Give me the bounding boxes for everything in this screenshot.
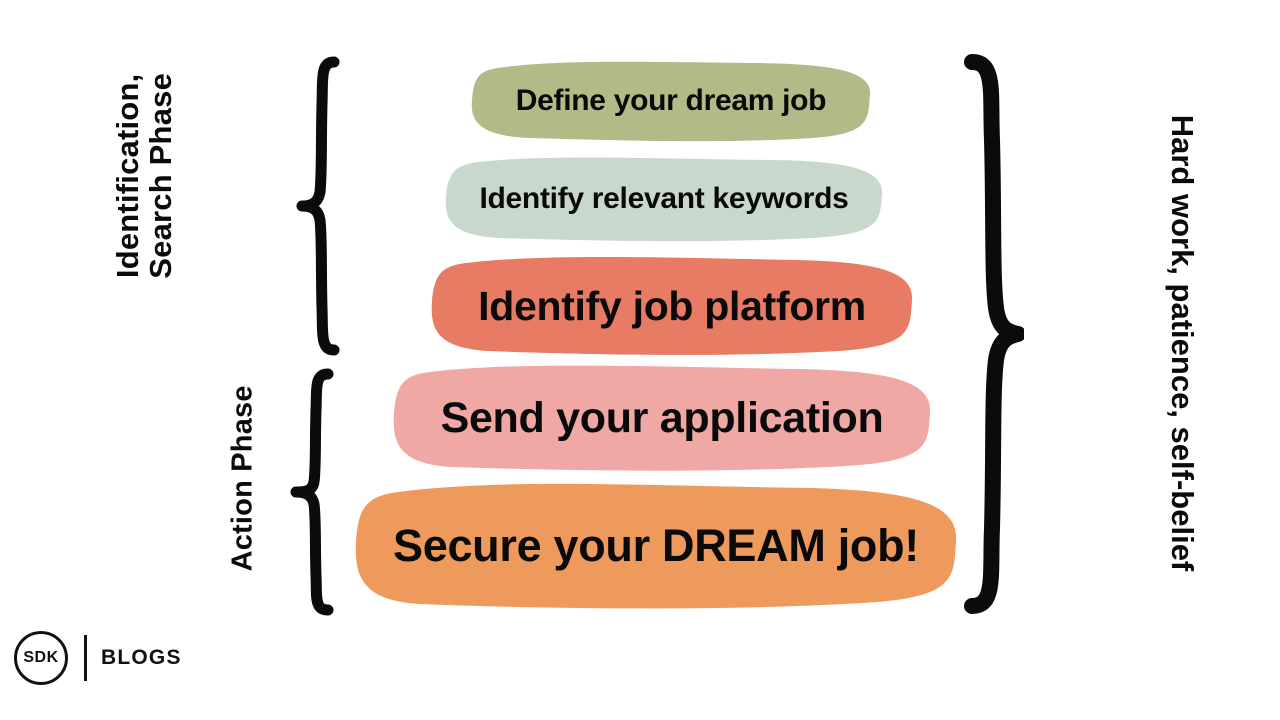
funnel-step-1-shape <box>471 61 871 142</box>
funnel-step-2-label: Identify relevant keywords <box>479 182 849 215</box>
funnel-step-3-label: Identify job platform <box>478 282 866 329</box>
funnel-step-1[interactable]: Define your dream job <box>468 60 874 142</box>
funnel-step-3[interactable]: Identify job platform <box>428 256 916 356</box>
logo-wordmark: BLOGS <box>101 646 182 669</box>
phase-label-line-1: Identification, <box>110 73 146 279</box>
funnel-step-4-label: Send your application <box>440 393 884 442</box>
funnel-step-4[interactable]: Send your application <box>390 364 934 472</box>
curly-brace-left-identification-icon <box>296 56 340 356</box>
funnel-step-2-shape <box>445 157 883 242</box>
funnel-step-4-shape <box>393 365 931 471</box>
funnel-step-2[interactable]: Identify relevant keywords <box>442 156 886 242</box>
phase-label-line-2: Search Phase <box>143 72 178 279</box>
logo-divider <box>84 635 87 681</box>
right-annotation-label: Hard work, patience, self-belief <box>1165 114 1200 572</box>
brand-logo[interactable]: SDK BLOGS <box>14 630 182 686</box>
phase-label-action: Action Phase <box>226 313 259 643</box>
funnel-step-5[interactable]: Secure your DREAM job! <box>352 482 960 610</box>
funnel-step-5-shape <box>355 483 957 609</box>
curly-brace-right-icon <box>964 54 1024 614</box>
funnel-step-3-shape <box>431 256 913 355</box>
funnel-step-5-label: Secure your DREAM job! <box>393 520 919 571</box>
curly-brace-left-action-icon <box>290 368 334 616</box>
phase-label-action-line-1: Action Phase <box>226 385 259 572</box>
phase-label-identification-search: Identification, Search Phase <box>110 0 178 376</box>
logo-mark-text: SDK <box>23 649 59 666</box>
logo-circle-mark: SDK <box>14 631 68 685</box>
funnel-step-1-label: Define your dream job <box>515 84 827 117</box>
